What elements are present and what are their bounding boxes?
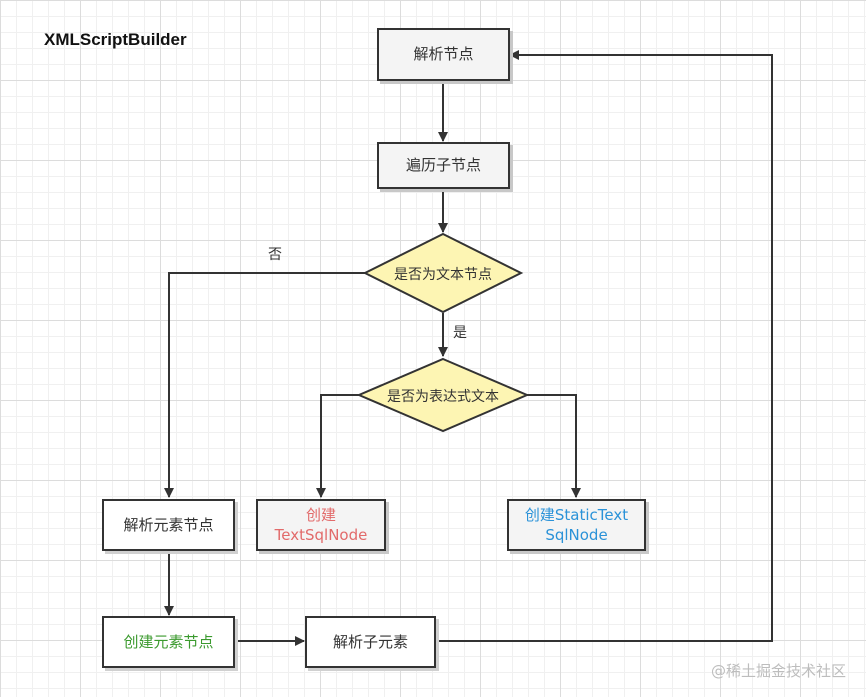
edge-child-loop-back <box>436 50 773 642</box>
decision-is-text-node-label: 是否为文本节点 <box>394 267 492 283</box>
node-parse-node-label: 解析节点 <box>413 45 474 64</box>
watermark: @稀土掘金技术社区 <box>710 662 846 680</box>
decision-is-text-node <box>362 232 524 314</box>
decision-is-expression-text <box>356 357 530 433</box>
decision-is-expression-text-label: 是否为表达式文本 <box>387 389 499 405</box>
node-create-text-sql-node-line2: TextSqlNode <box>274 526 368 544</box>
node-traverse-children[interactable]: 遍历子节点 <box>377 142 510 189</box>
node-parse-node[interactable]: 解析节点 <box>377 28 510 81</box>
node-create-element-node-label: 创建元素节点 <box>123 632 214 651</box>
node-create-text-sql-node-line1: 创建 <box>305 505 336 524</box>
node-parse-child-element[interactable]: 解析子元素 <box>305 616 436 668</box>
diagram-title: XMLScriptBuilder <box>44 30 187 49</box>
node-parse-element-node-label: 解析元素节点 <box>123 515 214 534</box>
edge-is-text-no <box>164 272 366 498</box>
edge-expr-no-to-static <box>526 394 581 498</box>
node-create-text-sql-node[interactable]: 创建 TextSqlNode <box>256 499 386 551</box>
node-create-static-text-sql-node[interactable]: 创建StaticText SqlNode <box>507 499 646 551</box>
edge-label-no: 否 <box>268 247 282 263</box>
node-traverse-children-label: 遍历子节点 <box>405 156 481 175</box>
node-create-static-text-line1: 创建StaticText <box>524 505 629 524</box>
edge-expr-yes-to-textsql <box>316 394 360 498</box>
node-create-element-node[interactable]: 创建元素节点 <box>102 616 235 668</box>
node-create-static-text-line2: SqlNode <box>545 526 608 544</box>
node-parse-child-element-label: 解析子元素 <box>332 632 408 651</box>
edge-label-yes: 是 <box>453 325 467 341</box>
node-parse-element-node[interactable]: 解析元素节点 <box>102 499 235 551</box>
